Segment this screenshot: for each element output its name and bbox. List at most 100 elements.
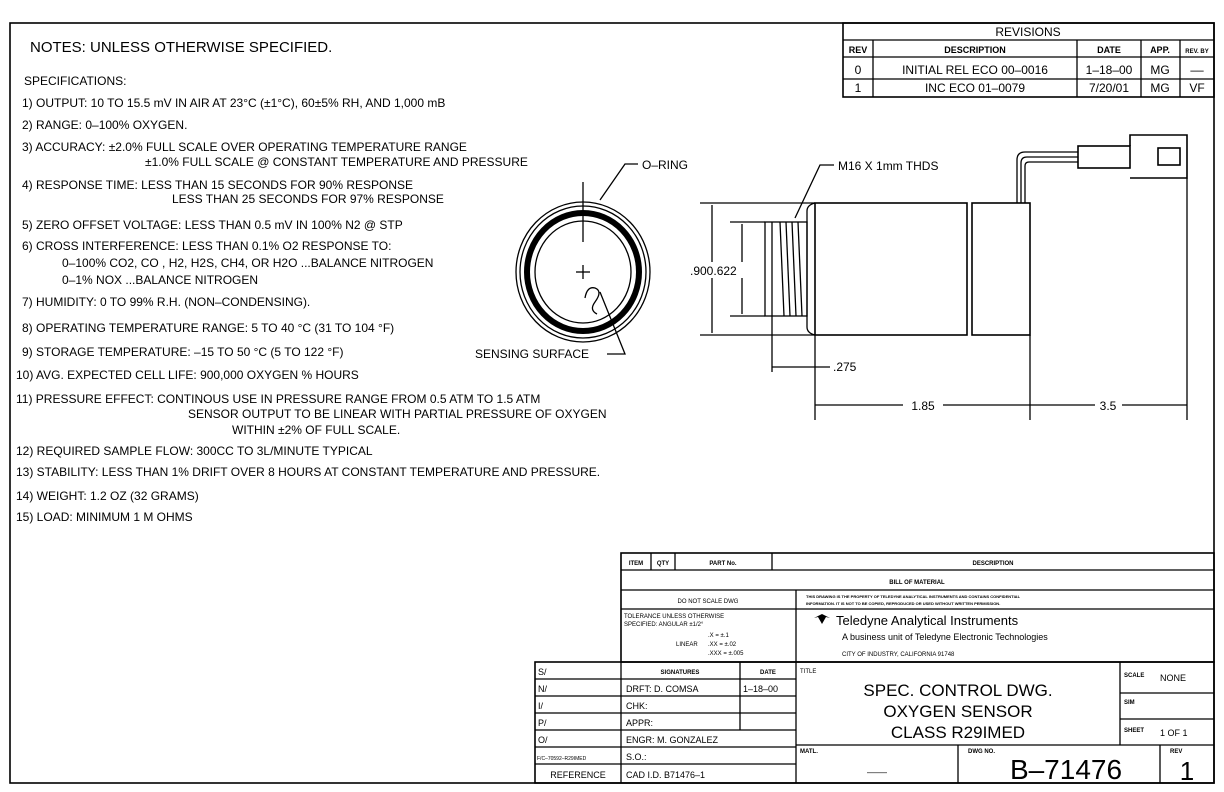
confidential-notice: THIS DRAWING IS THE PROPERTY OF TELEDYNE… [806,594,1021,599]
approver: APPR: [626,718,653,728]
rev-header: APP. [1150,45,1170,55]
sensor-side-view: M16 X 1mm THDS .900.622 .275 1.85 3.5 [690,134,1188,420]
dim-275: .275 [833,360,857,374]
notes-block: NOTES: UNLESS OTHERWISE SPECIFIED. SPECI… [16,39,607,524]
left-col-cell: P/ [538,718,547,728]
note-line: 0–1% NOX ...BALANCE NITROGEN [62,273,258,287]
drafter: DRFT: D. COMSA [626,684,699,694]
bom-header: DESCRIPTION [972,561,1013,567]
note-line: ±1.0% FULL SCALE @ CONSTANT TEMPERATURE … [145,155,528,169]
rev-cell: VF [1189,81,1204,95]
note-line: 1) OUTPUT: 10 TO 15.5 mV IN AIR AT 23°C … [22,96,445,110]
o-ring-label: O–RING [642,158,688,172]
scale-value: NONE [1160,673,1186,683]
revisions-title: REVISIONS [995,25,1060,39]
note-line: 8) OPERATING TEMPERATURE RANGE: 5 TO 40 … [22,321,394,335]
title-label: TITLE [800,669,816,675]
rev-cell: 1 [855,81,862,95]
note-line: 3) ACCURACY: ±2.0% FULL SCALE OVER OPERA… [22,140,467,154]
left-col-cell: S/ [538,667,547,677]
drawing-title-line: CLASS R29IMED [891,723,1025,742]
note-line: 4) RESPONSE TIME: LESS THAN 15 SECONDS F… [22,178,413,192]
bom-title: BILL OF MATERIAL [889,580,945,586]
sensor-front-view: O–RING SENSING SURFACE [475,158,688,361]
rev-cell: 7/20/01 [1089,81,1129,95]
scale-label: SCALE [1124,673,1144,679]
o-ring-leader [599,163,638,201]
date-label: DATE [760,670,776,676]
rev-cell: INC ECO 01–0079 [925,81,1025,95]
left-col-cell: O/ [538,735,548,745]
notes-header: NOTES: UNLESS OTHERWISE SPECIFIED. [30,39,332,56]
rev-cell: 1–18–00 [1086,63,1133,77]
company-name: Teledyne Analytical Instruments [836,613,1019,628]
title-block: S/ N/ I/ P/ O/ F/C–70592–R29IMED REFEREN… [534,661,1215,786]
sensing-surface-symbol [584,287,600,315]
material-value: –––– [867,767,887,777]
rev-cell: MG [1150,81,1169,95]
left-col-cell: N/ [538,684,547,694]
note-line: WITHIN ±2% OF FULL SCALE. [232,423,400,437]
note-line: 5) ZERO OFFSET VOLTAGE: LESS THAN 0.5 mV… [22,218,403,232]
left-col-cell: I/ [538,701,544,711]
tolerance-xx: .XX = ±.02 [708,642,737,648]
dim-35: 3.5 [1100,399,1117,413]
teledyne-logo-icon [814,614,830,624]
dwg-no-label: DWG NO. [968,749,995,755]
note-line: 7) HUMIDITY: 0 TO 99% R.H. (NON–CONDENSI… [22,295,310,309]
sheet-label: SHEET [1124,728,1144,734]
rev-label: REV [1170,749,1182,755]
cad-id: CAD I.D. B71476–1 [626,770,705,780]
drawing-title-line: OXYGEN SENSOR [883,702,1032,721]
diameter-dims: .900.622 [690,264,737,278]
note-line: 2) RANGE: 0–100% OXYGEN. [22,118,187,132]
sensing-surface-label: SENSING SURFACE [475,347,589,361]
confidential-notice: INFORMATION. IT IS NOT TO BE COPIED, REP… [806,601,1000,606]
note-line: 12) REQUIRED SAMPLE FLOW: 300CC TO 3L/MI… [16,444,373,458]
rev-cell: –– [1190,63,1204,77]
drawing-title-line: SPEC. CONTROL DWG. [863,681,1052,700]
company-address: CITY OF INDUSTRY, CALIFORNIA 91748 [842,652,955,658]
engineer: ENGR: M. GONZALEZ [626,735,719,745]
note-line: 9) STORAGE TEMPERATURE: –15 TO 50 °C (5 … [22,345,343,359]
rev-cell: MG [1150,63,1169,77]
bom-header: QTY [657,561,669,567]
bom-header: PART No. [709,561,737,567]
sales-order: S.O.: [626,752,647,762]
reference-label: REFERENCE [550,770,606,780]
note-line: 14) WEIGHT: 1.2 OZ (32 GRAMS) [16,489,199,503]
note-line: 11) PRESSURE EFFECT: CONTINOUS USE IN PR… [16,392,540,406]
sim-label: SIM [1124,700,1135,706]
rev-header: REV [849,45,868,55]
note-line: 10) AVG. EXPECTED CELL LIFE: 900,000 OXY… [16,368,359,382]
bom-header: ITEM [629,561,643,567]
tolerance-xxx: .XXX = ±.005 [708,651,744,657]
material-label: MATL. [800,749,818,755]
checker: CHK: [626,701,648,711]
rev-cell: 0 [855,63,862,77]
spec-title: SPECIFICATIONS: [24,74,126,88]
note-line: 0–100% CO2, CO , H2, H2S, CH4, OR H2O ..… [62,256,433,270]
draft-date: 1–18–00 [743,684,778,694]
thread-leader [794,164,834,219]
note-line: 6) CROSS INTERFERENCE: LESS THAN 0.1% O2… [22,239,391,253]
note-line: 13) STABILITY: LESS THAN 1% DRIFT OVER 8… [16,465,600,479]
connector [1077,145,1131,169]
note-line: LESS THAN 25 SECONDS FOR 97% RESPONSE [172,192,444,206]
tolerance-x: .X = ±.1 [708,633,729,639]
tolerance-linear: LINEAR [676,642,698,648]
sensing-surface-leader [599,291,626,355]
signatures-label: SIGNATURES [661,670,700,676]
tolerance-text: SPECIFIED: ANGULAR ±1/2° [624,622,704,628]
company-subtitle: A business unit of Teledyne Electronic T… [842,632,1048,642]
tolerance-text: TOLERANCE UNLESS OTHERWISE [624,614,724,620]
left-col-cell: F/C–70592–R29IMED [537,756,587,762]
drawing-number: B–71476 [1010,754,1122,785]
rev-header: REV. BY [1185,49,1208,55]
bill-of-material: ITEM QTY PART No. DESCRIPTION BILL OF MA… [620,552,1215,663]
rev-value: 1 [1180,756,1194,786]
rev-header: DATE [1097,45,1121,55]
thread-label: M16 X 1mm THDS [838,159,938,173]
dim-185: 1.85 [911,399,935,413]
